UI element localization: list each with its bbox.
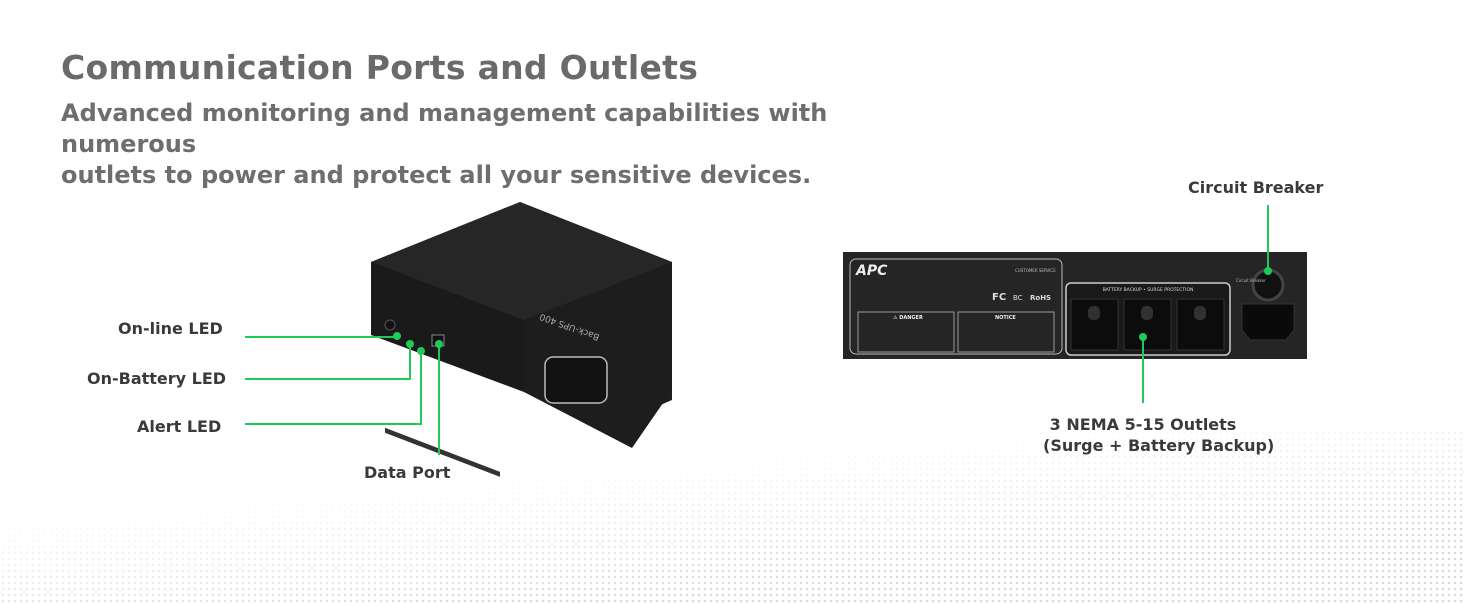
battery-door [544,356,608,404]
iec-power-inlet [1241,303,1295,341]
ups-front-view: Back-UPS 400 [371,202,672,477]
outlet-band-label: BATTERY BACKUP • SURGE PROTECTION [1103,287,1194,293]
outlets-label-line-2: (Surge + Battery Backup) [1043,436,1275,455]
bc-mark: BC [1013,294,1023,302]
subtitle-line-2: outlets to power and protect all your se… [61,161,812,189]
callout-lines [245,205,1269,455]
breaker-small-label: Circuit Breaker [1236,278,1266,283]
ups-rear-panel: APC CUSTOMER SERVICE FC BC RoHS ⚠ DANGER… [843,252,1307,359]
page-title: Communication Ports and Outlets [61,48,699,87]
circuit-breaker-label: Circuit Breaker [1188,178,1324,197]
data-port-label: Data Port [364,463,451,482]
alert-led-label: Alert LED [137,417,222,436]
rohs-mark: RoHS [1030,294,1051,302]
callout-dots [393,267,1272,355]
online-led-label: On-line LED [118,319,223,338]
page-subtitle: Advanced monitoring and management capab… [61,98,961,191]
on-battery-led-label: On-Battery LED [87,369,227,388]
apc-logo: APC [855,263,888,279]
outlets-label: 3 NEMA 5-15 Outlets (Surge + Battery Bac… [1043,414,1275,456]
subtitle-line-1: Advanced monitoring and management capab… [61,99,828,158]
nema-outlets [1070,298,1225,351]
notice-label: NOTICE [995,315,1016,321]
danger-label: ⚠ DANGER [893,315,923,321]
dotted-wave-background [0,430,1464,604]
power-button-icon [384,319,396,331]
fc-mark: FC [992,292,1006,303]
outlets-label-line-1: 3 NEMA 5-15 Outlets [1049,415,1237,434]
customer-service-text: CUSTOMER SERVICE [1015,268,1056,273]
